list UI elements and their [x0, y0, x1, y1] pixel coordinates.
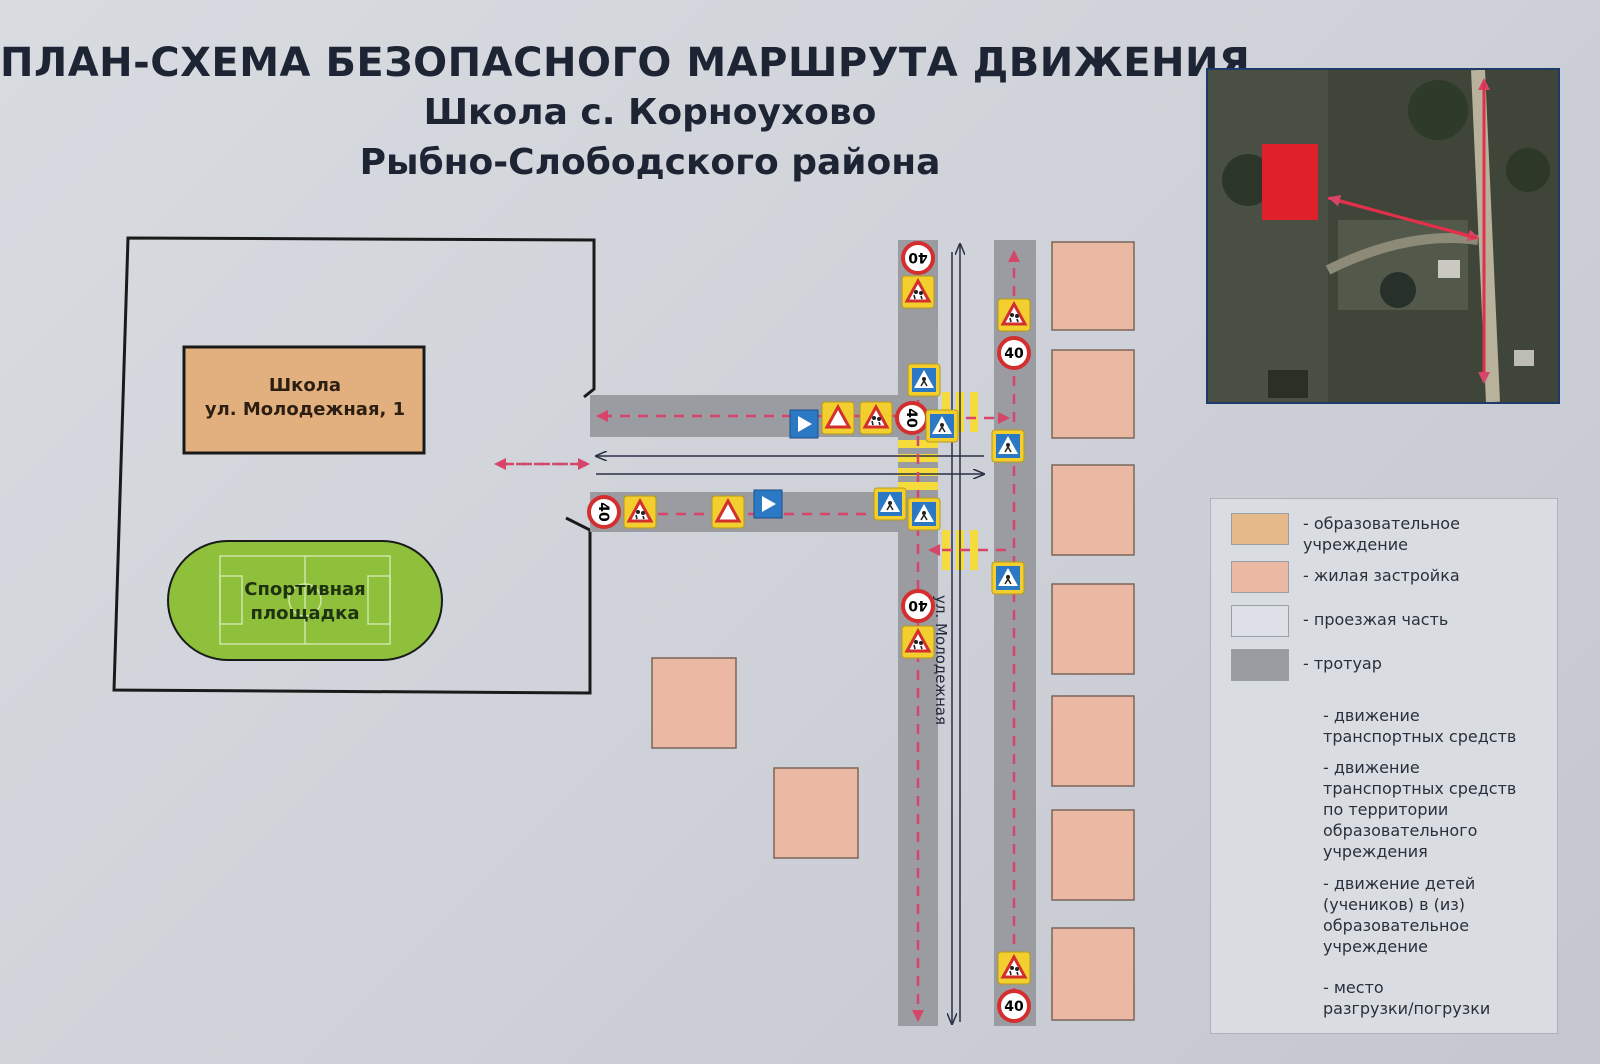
page-subtitle-district: Рыбно-Слободского района — [359, 142, 941, 183]
sport-field-label: Спортивная площадка — [244, 579, 366, 624]
school-building-highlight — [1262, 144, 1318, 220]
page-subtitle-school: Школа с. Корноухово — [423, 92, 877, 133]
svg-text:40: 40 — [903, 408, 919, 428]
svg-text:40: 40 — [908, 249, 928, 265]
residential-blocks — [651, 241, 1135, 1021]
legend-item-children-route: - движение детей(учеников) в (из)образов… — [1323, 874, 1476, 956]
svg-text:40: 40 — [908, 597, 928, 613]
satellite-photo — [1206, 68, 1560, 404]
legend-item-roadway: - проезжая часть — [1303, 610, 1449, 629]
legend-swatch-education — [1231, 513, 1289, 545]
legend-item-residential: - жилая застройка — [1303, 566, 1460, 585]
page-title: ПЛАН-СХЕМА БЕЗОПАСНОГО МАРШРУТА ДВИЖЕНИЯ — [0, 40, 1251, 86]
school-label: Школа ул. Молодежная, 1 — [204, 375, 406, 420]
legend-swatch-residential — [1231, 561, 1289, 593]
svg-text:40: 40 — [1004, 346, 1024, 362]
legend-item-sidewalk: - тротуар — [1303, 654, 1382, 673]
svg-text:40: 40 — [1004, 999, 1024, 1015]
legend-swatch-roadway — [1231, 605, 1289, 637]
svg-text:40: 40 — [595, 502, 611, 522]
street-name-label: ул. Молодежная — [932, 595, 950, 726]
legend-swatch-sidewalk — [1231, 649, 1289, 681]
school-building — [182, 345, 426, 455]
school-territory-fence — [112, 236, 596, 695]
road-signs: 40 40 40 40 40 40 — [587, 241, 1032, 1023]
